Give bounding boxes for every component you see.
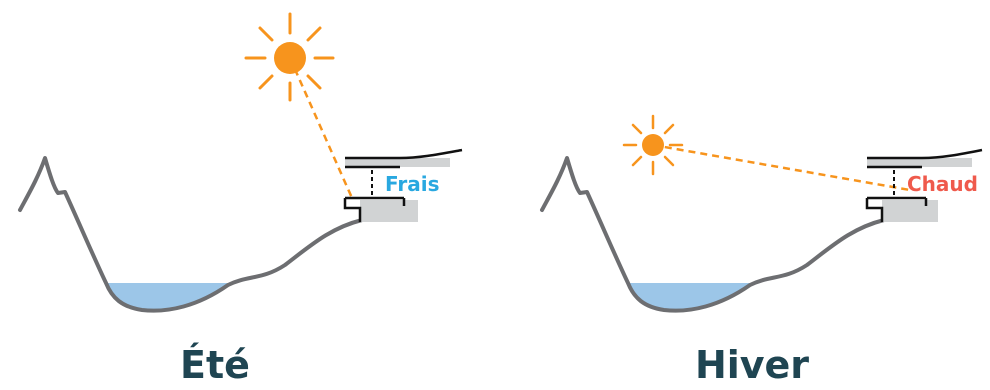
summer-temp-label: Frais	[385, 172, 440, 196]
winter-temp-label: Chaud	[907, 172, 978, 196]
winter-sun-ray	[652, 143, 911, 192]
summer-terrain	[18, 156, 407, 313]
sun-icon	[244, 12, 335, 102]
building-icon	[865, 148, 983, 222]
building-icon	[343, 148, 463, 222]
sun-icon	[622, 114, 684, 176]
winter-water	[628, 283, 750, 311]
winter-terrain	[540, 156, 929, 313]
summer-caption: Été	[180, 343, 250, 387]
summer-panel: Frais Été	[18, 12, 463, 387]
summer-water	[106, 283, 228, 311]
winter-caption: Hiver	[695, 343, 809, 387]
summer-sun-ray	[288, 57, 354, 199]
winter-panel: Chaud Hiver	[540, 114, 983, 387]
